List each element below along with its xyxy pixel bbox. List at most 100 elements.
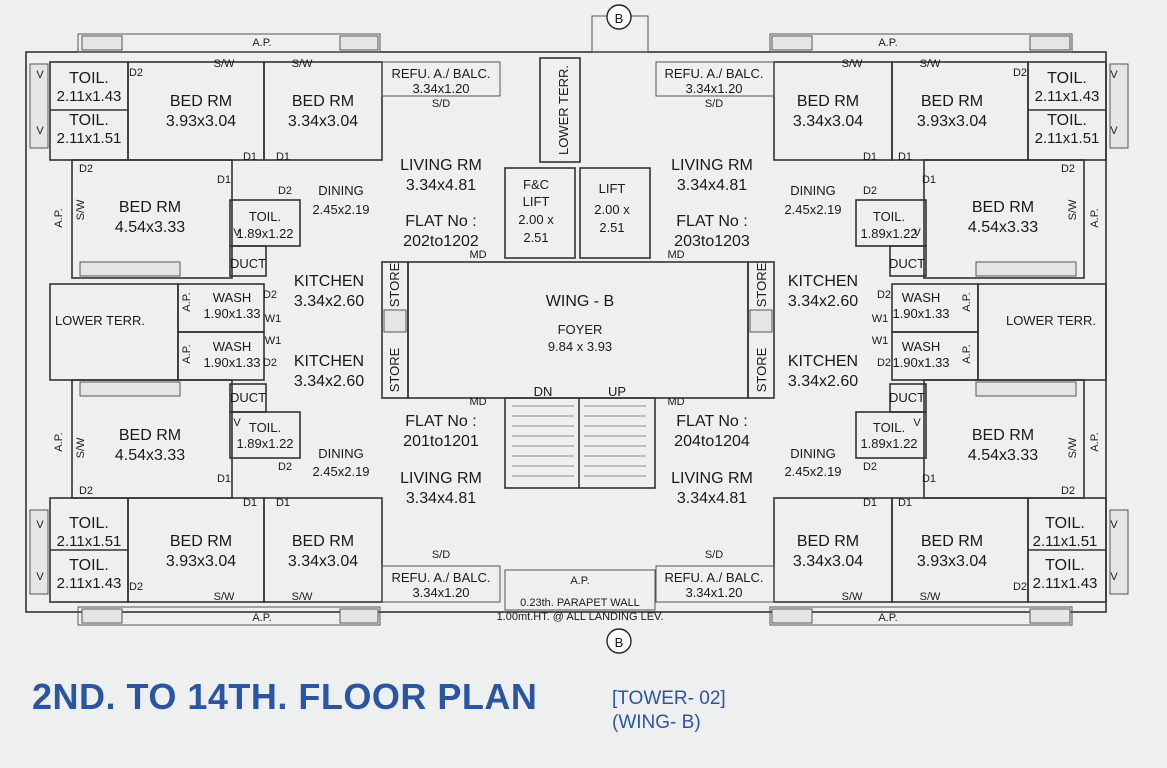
refuge-balcony-size: 3.34x1.20: [412, 585, 469, 600]
access-passage-label: A.P.: [252, 612, 271, 624]
main-door-code: MD: [469, 249, 486, 261]
wing-name: WING - B: [546, 293, 614, 310]
toilet-size: 2.11x1.43: [1035, 88, 1100, 105]
wash-label: WASH: [902, 339, 941, 354]
bedroom-label: BED RM: [119, 199, 181, 216]
wash-size: 1.90x1.33: [203, 355, 260, 370]
bedroom-size: 3.34x3.04: [288, 553, 358, 570]
foyer-label: FOYER: [558, 322, 603, 337]
door-code: D1: [276, 497, 290, 509]
toilet-size: 1.89x1.22: [860, 226, 917, 241]
lift-label: LIFT: [599, 181, 626, 196]
wash-size: 1.90x1.33: [203, 306, 260, 321]
grid-marker-top: [606, 4, 632, 30]
bedroom-label: BED RM: [921, 93, 983, 110]
bedroom-size: 3.93x3.04: [917, 113, 987, 130]
toilet-label: TOIL.: [1047, 70, 1087, 87]
fc-lift-size: 2.51: [523, 230, 548, 245]
access-passage-label: A.P.: [878, 612, 897, 624]
access-passage-label: A.P.: [1089, 208, 1101, 227]
door-code: D2: [278, 461, 292, 473]
lower-terrace-label: LOWER TERR.: [1006, 313, 1096, 328]
wash-label: WASH: [213, 290, 252, 305]
living-room-label: LIVING RM: [671, 157, 753, 174]
window-code: W1: [872, 335, 889, 347]
toilet-label: TOIL.: [1047, 112, 1087, 129]
toilet-size: 2.11x1.51: [1033, 533, 1098, 550]
dining-label: DINING: [318, 446, 364, 461]
door-code: D1: [922, 174, 936, 186]
dining-size: 2.45x2.19: [312, 202, 369, 217]
fc-lift-label: LIFT: [523, 194, 550, 209]
sliding-window-code: S/W: [214, 591, 235, 603]
door-code: D1: [243, 151, 257, 163]
flat-number-label: FLAT No :: [676, 413, 747, 430]
bedroom-label: BED RM: [972, 199, 1034, 216]
living-room-label: LIVING RM: [400, 157, 482, 174]
door-code: D2: [1061, 485, 1075, 497]
kitchen-label: KITCHEN: [294, 353, 364, 370]
access-passage-label: A.P.: [961, 344, 973, 363]
dining-label: DINING: [790, 446, 836, 461]
door-code: D1: [243, 497, 257, 509]
toilet-size: 1.89x1.22: [860, 436, 917, 451]
door-code: D1: [863, 497, 877, 509]
refuge-balcony-size: 3.34x1.20: [412, 81, 469, 96]
wing-label: (WING- B): [612, 712, 701, 733]
sliding-window-code: S/W: [75, 437, 87, 458]
vent-code: V: [233, 417, 241, 429]
door-code: D2: [877, 289, 891, 301]
vent-code: V: [36, 125, 44, 137]
window-code: W1: [265, 313, 282, 325]
grid-marker-label: B: [615, 635, 624, 650]
access-passage-label: A.P.: [181, 292, 193, 311]
door-code: D2: [263, 289, 277, 301]
sliding-window-code: S/W: [292, 58, 313, 70]
stair-treads: [512, 398, 646, 488]
door-code: D1: [217, 174, 231, 186]
living-room-size: 3.34x4.81: [677, 490, 747, 507]
lower-terrace-label: LOWER TERR.: [55, 313, 145, 328]
door-code: D1: [922, 473, 936, 485]
toilet-size: 1.89x1.22: [236, 226, 293, 241]
kitchen-size: 3.34x2.60: [294, 293, 364, 310]
toilet-size: 2.11x1.43: [57, 88, 122, 105]
door-code: D2: [1013, 581, 1027, 593]
stair-down-label: DN: [534, 384, 553, 399]
access-passage-label: A.P.: [252, 37, 271, 49]
refuge-balcony-label: REFU. A./ BALC.: [665, 570, 764, 585]
toilet-label: TOIL.: [873, 209, 905, 224]
refuge-balcony-label: REFU. A./ BALC.: [392, 66, 491, 81]
bedroom-label: BED RM: [972, 427, 1034, 444]
access-passage-label: A.P.: [53, 432, 65, 451]
sliding-window-code: S/W: [920, 58, 941, 70]
door-code: D1: [276, 151, 290, 163]
flat-number-label: FLAT No :: [676, 213, 747, 230]
bedroom-label: BED RM: [797, 93, 859, 110]
bedroom-size: 4.54x3.33: [115, 447, 185, 464]
door-code: D2: [1061, 163, 1075, 175]
door-code: D2: [79, 163, 93, 175]
toilet-size: 2.11x1.43: [1033, 575, 1098, 592]
duct-label: DUCT: [230, 256, 266, 271]
bedroom-size: 4.54x3.33: [968, 219, 1038, 236]
flat-number-value: 202to1202: [403, 233, 479, 250]
flat-number-value: 203to1203: [674, 233, 750, 250]
refuge-balcony-size: 3.34x1.20: [685, 81, 742, 96]
lift-size: 2.00 x: [594, 202, 630, 217]
store-label: STORE: [387, 262, 402, 307]
bedroom-size: 3.93x3.04: [166, 553, 236, 570]
stair-up-label: UP: [608, 384, 626, 399]
bedroom-size: 4.54x3.33: [115, 219, 185, 236]
toilet-label: TOIL.: [69, 70, 109, 87]
dining-label: DINING: [790, 183, 836, 198]
bedroom-label: BED RM: [292, 93, 354, 110]
bedroom-size: 3.34x3.04: [793, 553, 863, 570]
toilet-label: TOIL.: [69, 515, 109, 532]
parapet-note: 0.23th. PARAPET WALL: [520, 597, 640, 609]
kitchen-size: 3.34x2.60: [788, 373, 858, 390]
door-code: D2: [863, 461, 877, 473]
dining-size: 2.45x2.19: [312, 464, 369, 479]
